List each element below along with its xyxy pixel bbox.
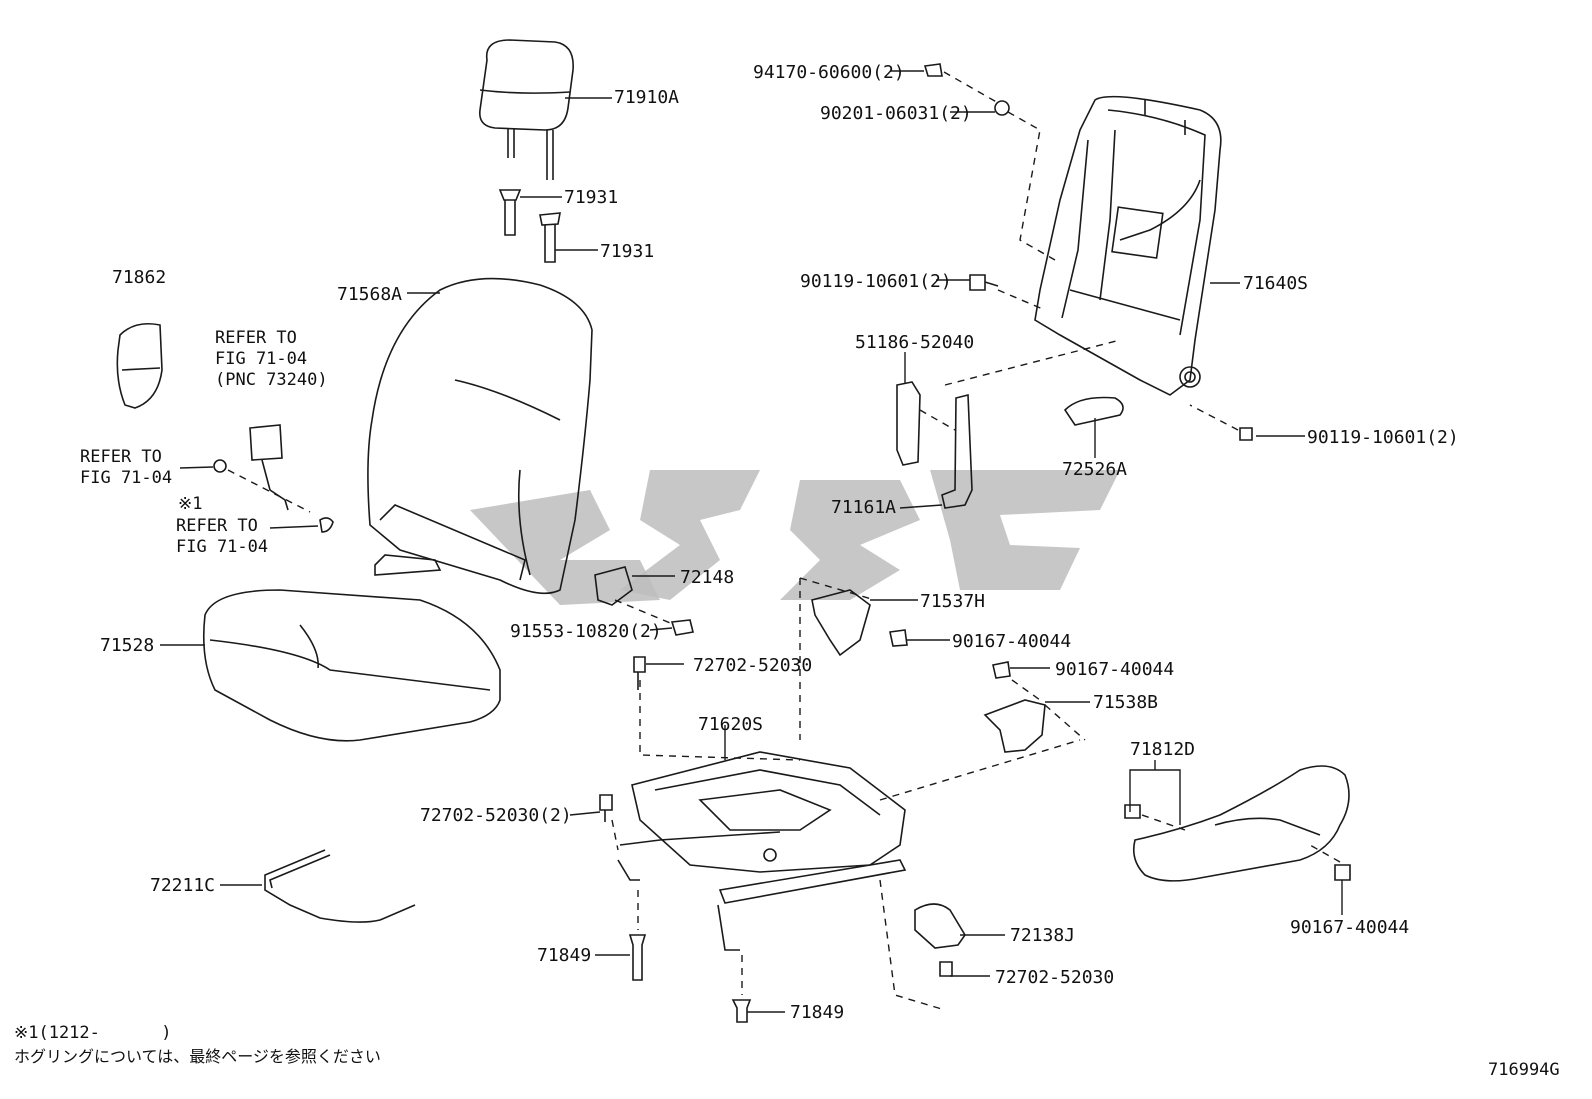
callout-90167-40044-b[interactable]: 90167-40044 (1055, 659, 1175, 680)
callout-71849-left[interactable]: 71849 (537, 945, 592, 966)
seat-adjuster-drawing (617, 578, 1081, 1011)
callout-71931-upper[interactable]: 71931 (564, 187, 619, 208)
callout-71528[interactable]: 71528 (100, 635, 155, 656)
callout-71161a[interactable]: 71161A (831, 497, 897, 518)
callout-71910a[interactable]: 71910A (614, 87, 680, 108)
bracket-drawings (896, 339, 1121, 509)
callout-72702-52030-a[interactable]: 72702-52030 (693, 655, 813, 676)
note-refer-to-a-line2[interactable]: FIG 71-04 (80, 468, 173, 488)
watermark-logo (470, 470, 1120, 605)
note-refer-to-a-line1: REFER TO (80, 447, 162, 467)
callout-90201-06031[interactable]: 90201-06031(2) (820, 103, 972, 124)
note-refer-to-pnc-line1: REFER TO (215, 328, 297, 348)
callout-71862[interactable]: 71862 (112, 267, 167, 288)
note-refer-to-b-line1: REFER TO (176, 516, 258, 536)
bolt-drawings-top (923, 63, 1253, 441)
callout-71568a[interactable]: 71568A (337, 284, 403, 305)
callout-90167-40044-c[interactable]: 90167-40044 (1290, 917, 1410, 938)
seat-belt-buckle-drawing (213, 424, 334, 533)
footnote-range: ※1(1212- ) (14, 1023, 172, 1043)
note-refer-to-pnc-line2[interactable]: FIG 71-04 (215, 349, 308, 369)
bracket-72148-drawing (594, 566, 694, 636)
callout-71620s[interactable]: 71620S (698, 714, 764, 735)
note-refer-to-pnc-line3: (PNC 73240) (215, 370, 328, 390)
seatback-frame-drawing (1034, 95, 1222, 396)
note-refer-to-b-line2[interactable]: FIG 71-04 (176, 537, 269, 557)
callout-71537h[interactable]: 71537H (920, 591, 986, 612)
seat-shield-drawing (1124, 765, 1351, 882)
callout-71849-bottom[interactable]: 71849 (790, 1002, 845, 1023)
callout-71931-lower[interactable]: 71931 (600, 241, 655, 262)
callout-71812d[interactable]: 71812D (1130, 739, 1196, 760)
callout-71640s[interactable]: 71640S (1243, 273, 1309, 294)
callout-72702-52030-b[interactable]: 72702-52030(2) (420, 805, 572, 826)
cover-72526a-drawing (1063, 396, 1124, 426)
callout-72211c[interactable]: 72211C (150, 875, 216, 896)
callout-91553-10820[interactable]: 91553-10820(2) (510, 621, 662, 642)
bolt-drawings-bottom (599, 656, 953, 1023)
callout-72526a[interactable]: 72526A (1062, 459, 1128, 480)
cover-72138j-drawing (914, 903, 966, 949)
callout-72702-52030-c[interactable]: 72702-52030 (995, 967, 1115, 988)
callout-90167-40044-a[interactable]: 90167-40044 (952, 631, 1072, 652)
callout-94170-60600[interactable]: 94170-60600(2) (753, 62, 905, 83)
cover-71862-drawing (116, 322, 163, 409)
seat-cushion-drawing (202, 589, 501, 742)
callout-72148[interactable]: 72148 (680, 567, 735, 588)
figure-id: 716994G (1488, 1060, 1560, 1080)
headrest-drawing (478, 39, 574, 180)
callout-71538b[interactable]: 71538B (1093, 692, 1159, 713)
callout-90119-10601-upper[interactable]: 90119-10601(2) (800, 271, 952, 292)
callout-90119-10601-lower[interactable]: 90119-10601(2) (1307, 427, 1459, 448)
headrest-guide-drawing (498, 189, 561, 263)
side-cover-drawings (799, 577, 1086, 753)
callout-72138j[interactable]: 72138J (1010, 925, 1076, 946)
note-mark-1: ※1 (178, 494, 203, 514)
footnote-japanese: ホグリングについては、最終ページを参照ください (14, 1047, 381, 1066)
seatback-cover-drawing (367, 277, 593, 595)
wire-72211c-drawing (264, 849, 416, 923)
leader-lines (160, 70, 1343, 1013)
callout-51186-52040[interactable]: 51186-52040 (855, 332, 975, 353)
